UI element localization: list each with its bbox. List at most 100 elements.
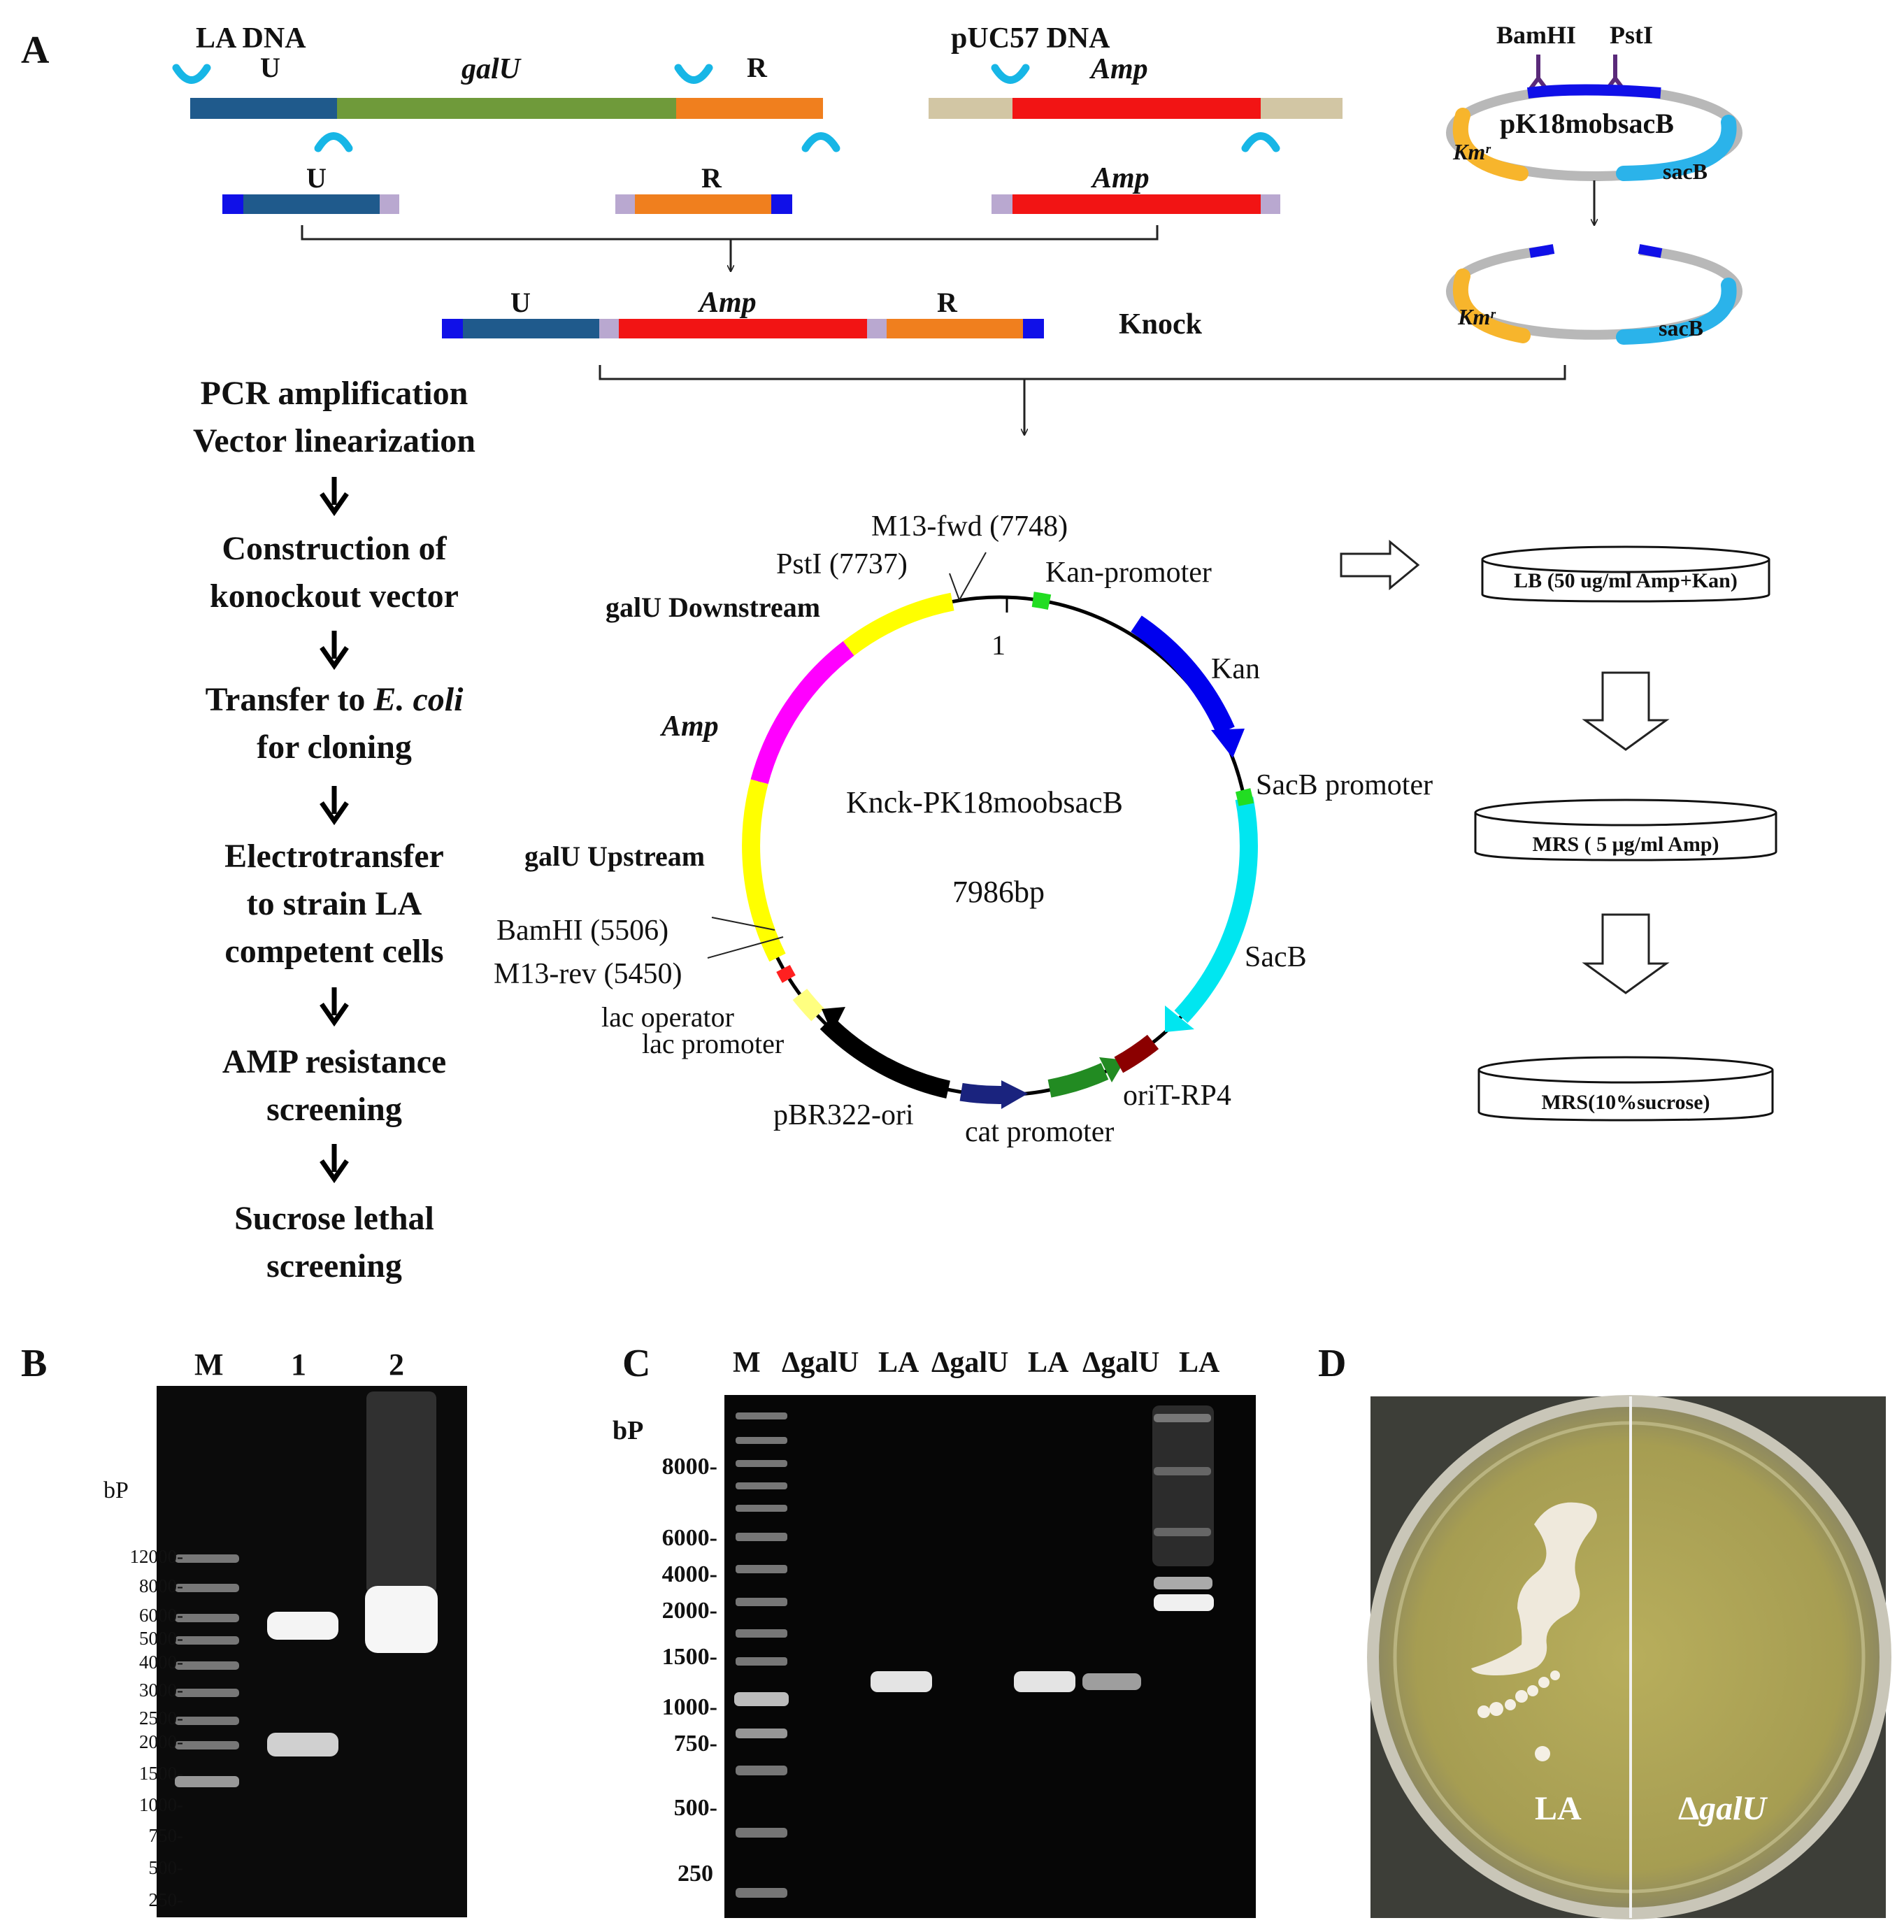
lane-label: LA bbox=[1028, 1347, 1069, 1379]
down-arrow-icon bbox=[320, 1144, 349, 1184]
puc57-construct: pUC57 DNA Amp bbox=[929, 22, 1343, 152]
plasmid-map: 1 Knck-PK18moobsacB 7986bp M13-fwd (7748… bbox=[494, 510, 1433, 1148]
bamhi-marker bbox=[776, 964, 796, 983]
pcr-products: U R Amp bbox=[222, 162, 1280, 271]
puc57-label: pUC57 DNA bbox=[951, 22, 1110, 55]
workflow-step: screening bbox=[266, 1247, 402, 1285]
lane-label: LA bbox=[1179, 1347, 1220, 1379]
workflow-step: screening bbox=[266, 1091, 402, 1128]
r-label-pcr: R bbox=[701, 162, 722, 194]
primer-icon bbox=[314, 132, 353, 152]
bamhi-site-label: BamHI bbox=[1496, 21, 1576, 49]
gel-b: M 1 2 bP 12000- 8000- 6000- 5000- 4000- … bbox=[103, 1347, 467, 1917]
lane-label: 2 bbox=[389, 1347, 404, 1382]
plasmid-small-name: pK18mobsacB bbox=[1500, 108, 1674, 139]
galu-upstream-label: galU Upstream bbox=[524, 840, 705, 872]
psti-site-map-label: PstI (7737) bbox=[776, 548, 908, 580]
la-dna-label: LA DNA bbox=[196, 22, 306, 55]
pbr322-ori-segment bbox=[819, 1016, 951, 1099]
galu-segment bbox=[337, 98, 676, 119]
ladder-label: 1500- bbox=[662, 1644, 717, 1670]
cat-promoter-label: cat promoter bbox=[965, 1116, 1114, 1148]
ladder-label: 5000- bbox=[139, 1628, 183, 1649]
orit-label: oriT-RP4 bbox=[1123, 1080, 1231, 1112]
lane-label: ΔgalU bbox=[931, 1347, 1008, 1379]
sacb-label-linear: sacB bbox=[1659, 315, 1703, 341]
ladder-label: 1000- bbox=[662, 1694, 717, 1720]
down-arrow-icon bbox=[320, 631, 349, 671]
workflow-step: Vector linearization bbox=[193, 422, 475, 459]
plate-la-label: LA bbox=[1535, 1790, 1582, 1827]
gel-band bbox=[365, 1586, 438, 1653]
u-segment bbox=[190, 98, 337, 119]
lane-label: ΔgalU bbox=[1082, 1347, 1159, 1379]
amp-segment bbox=[1012, 98, 1261, 119]
ladder-label: 8000- bbox=[662, 1454, 717, 1480]
cat-promoter-segment bbox=[959, 1082, 1003, 1105]
ladder-label: 1000- bbox=[139, 1794, 183, 1815]
kan-label: Kan bbox=[1211, 653, 1260, 685]
plate-mrs-sucrose-label: MRS(10%sucrose) bbox=[1541, 1091, 1710, 1114]
sacb-promoter-marker bbox=[1235, 788, 1254, 806]
plate-lb-label: LB (50 ug/ml Amp+Kan) bbox=[1514, 569, 1738, 592]
ladder-label: 6000- bbox=[662, 1525, 717, 1551]
r-label-knock: R bbox=[937, 287, 958, 318]
kmr-label: Kmʳ bbox=[1452, 139, 1491, 164]
r-label-top: R bbox=[747, 52, 768, 83]
ladder-label: 8000- bbox=[139, 1575, 183, 1596]
plate-galu-label: ΔgalU bbox=[1678, 1790, 1768, 1827]
down-hollow-arrow-icon bbox=[1582, 671, 1670, 751]
petri-dish-photo: LA ΔgalU bbox=[1367, 1395, 1891, 1919]
primer-icon bbox=[801, 132, 840, 152]
ladder-label: 2000- bbox=[662, 1598, 717, 1624]
sacb-segment bbox=[1174, 796, 1258, 1023]
psti-cut-icon bbox=[1605, 55, 1626, 91]
gel-band bbox=[267, 1612, 338, 1640]
linearized-vector: Kmʳ sacB bbox=[599, 244, 1742, 435]
lac-operator-label: lac operator bbox=[601, 1001, 734, 1033]
down-arrow-icon bbox=[320, 987, 349, 1027]
lac-promoter-segment bbox=[792, 988, 825, 1022]
workflow-step: Transfer to E. coli bbox=[206, 681, 464, 718]
lac-promoter-label: lac promoter bbox=[642, 1028, 784, 1059]
workflow-step: PCR amplification bbox=[201, 375, 468, 412]
down-arrow-icon bbox=[320, 477, 349, 517]
panel-label-c: C bbox=[622, 1342, 650, 1385]
workflow-step: to strain LA bbox=[247, 885, 422, 922]
ladder-label: 6000- bbox=[139, 1605, 183, 1626]
kmr-label-linear: Kmʳ bbox=[1457, 304, 1496, 329]
galu-downstream-segment bbox=[843, 592, 954, 656]
bamhi-cut-icon bbox=[1528, 55, 1549, 91]
amp-label-knock: Amp bbox=[697, 287, 757, 319]
u-label-knock: U bbox=[510, 287, 531, 318]
panel-label-b: B bbox=[21, 1342, 47, 1385]
primer-icon bbox=[1241, 132, 1280, 152]
gel-band bbox=[1082, 1673, 1141, 1690]
lane-label: ΔgalU bbox=[782, 1347, 859, 1379]
u-label-top: U bbox=[260, 52, 280, 83]
ladder-bands bbox=[175, 1554, 239, 1787]
kan-promoter-marker bbox=[1031, 592, 1052, 610]
down-arrow-icon bbox=[320, 786, 349, 826]
gel-band bbox=[267, 1733, 338, 1756]
orit-green-segment bbox=[1047, 1063, 1109, 1098]
ladder-label: 2500- bbox=[139, 1708, 183, 1729]
ladder-label: 4000- bbox=[662, 1561, 717, 1587]
r-segment bbox=[676, 98, 823, 119]
workflow-step: Electrotransfer bbox=[224, 838, 444, 875]
sacb-promoter-label: SacB promoter bbox=[1256, 769, 1433, 801]
gel-band bbox=[871, 1671, 932, 1692]
lane-label: LA bbox=[878, 1347, 919, 1379]
ladder-label: 500- bbox=[149, 1857, 184, 1878]
amp-label-top: Amp bbox=[1089, 53, 1148, 85]
psti-site-label: PstI bbox=[1610, 21, 1653, 49]
plasmid-size: 7986bp bbox=[952, 875, 1045, 909]
workflow-step: konockout vector bbox=[210, 578, 459, 615]
right-arrow-icon bbox=[1340, 539, 1420, 591]
ladder-label: 1500- bbox=[139, 1763, 183, 1784]
galu-downstream-label: galU Downstream bbox=[606, 592, 820, 623]
galu-gene-label: galU bbox=[461, 53, 522, 85]
ladder-label: 2000- bbox=[139, 1731, 183, 1752]
pk18mobsacb-small-plasmid: BamHI PstI pK18mobsacB Kmʳ sacB bbox=[1446, 21, 1742, 225]
sacb-map-label: SacB bbox=[1245, 941, 1307, 973]
